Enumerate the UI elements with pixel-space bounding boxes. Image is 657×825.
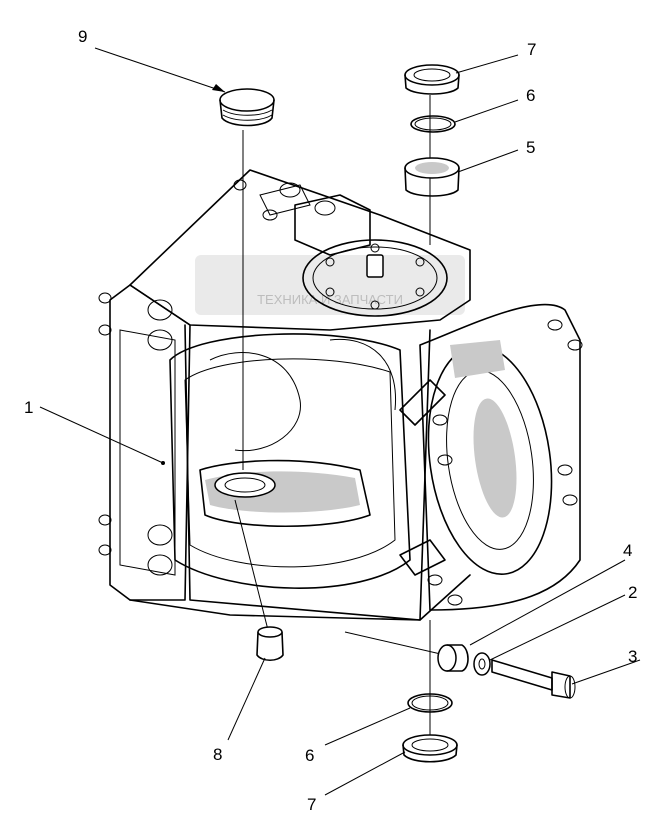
drain-plug [256,626,284,662]
leader-lines [39,47,641,796]
flange-bolts [98,179,247,576]
spacer-bushing [437,644,469,672]
callout-8: 8 [213,745,222,764]
callout-4: 4 [623,541,632,560]
callout-labels: 9 7 6 5 1 4 2 3 8 6 7 [24,27,637,814]
top-cover [259,182,448,317]
callout-3: 3 [628,647,637,666]
callout-7-top: 7 [527,40,536,59]
side-cylinders [399,340,505,576]
callout-5: 5 [526,138,535,157]
callout-1: 1 [24,398,33,417]
ring-top [404,64,460,95]
plug-cap [219,88,275,127]
bearing [404,157,460,197]
callout-6-bottom: 6 [305,746,314,765]
housing [109,169,471,621]
callout-7-bottom: 7 [307,795,316,814]
ring-bottom [402,734,458,763]
callout-9: 9 [78,27,87,46]
snap-ring-bottom [407,693,453,713]
bolt [491,659,576,699]
callout-2: 2 [628,583,637,602]
washer [473,652,491,676]
output-flange [419,303,583,611]
callout-6-top: 6 [526,86,535,105]
snap-ring-top [410,115,456,133]
